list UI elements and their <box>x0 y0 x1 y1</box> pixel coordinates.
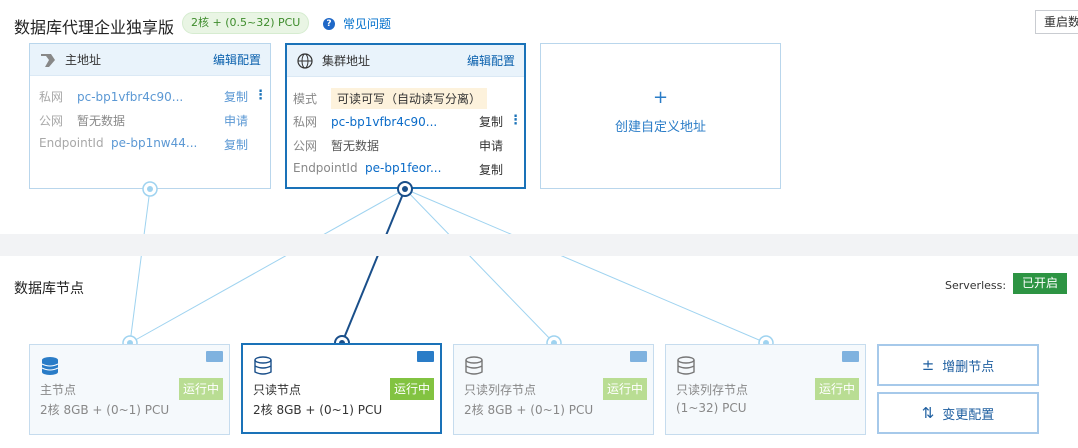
node-card-readonly[interactable]: 只读节点 运行中 2核 8GB + (0~1) PCU <box>241 343 442 434</box>
node-card-column-2[interactable]: 只读列存节点 运行中 (1~32) PCU <box>665 344 866 435</box>
cluster-mode-row: 模式 可读可写（自动读写分离） <box>293 88 488 109</box>
primary-card-title: 主地址 <box>65 53 102 67</box>
row-value: pc-bp1vfbr4c90... <box>331 114 438 129</box>
nodes-section-title: 数据库节点 <box>14 281 84 297</box>
pcu-badge: 2核 + (0.5~32) PCU <box>182 12 310 34</box>
cluster-endpointid-copy[interactable]: 复制 <box>479 163 504 177</box>
primary-private-copy[interactable]: 复制 <box>224 90 249 104</box>
primary-card-header: 主地址 编辑配置 <box>30 44 270 76</box>
monitor-icon[interactable] <box>206 351 223 362</box>
add-remove-node-button[interactable]: ± 增删节点 <box>877 344 1039 386</box>
cluster-edit-config-link[interactable]: 编辑配置 <box>466 54 515 68</box>
row-label: 私网 <box>39 90 64 104</box>
row-label: EndpointId <box>293 161 358 175</box>
cluster-endpoint-card: 集群地址 编辑配置 模式 可读可写（自动读写分离） 私网 pc-bp1vfbr4… <box>285 43 526 189</box>
restart-button[interactable]: 重启数 <box>1035 10 1078 34</box>
connector-dot-inner <box>147 186 153 192</box>
cluster-private-row: 私网 pc-bp1vfbr4c90... <box>293 113 437 130</box>
monitor-icon[interactable] <box>417 351 434 362</box>
row-value: pc-bp1vfbr4c90... <box>77 89 184 104</box>
node-spec: (1~32) PCU <box>676 401 747 415</box>
primary-public-row: 公网 暂无数据 <box>39 112 125 129</box>
row-value: 暂无数据 <box>331 139 380 153</box>
help-label: 常见问题 <box>343 17 392 31</box>
row-label: 私网 <box>293 115 318 129</box>
row-value: 暂无数据 <box>77 114 126 128</box>
database-icon <box>677 356 695 375</box>
row-value: pe-bp1feor... <box>365 161 442 175</box>
cluster-private-copy[interactable]: 复制 <box>479 115 504 129</box>
create-custom-endpoint-card[interactable]: + 创建自定义地址 <box>540 43 781 189</box>
node-name: 主节点 <box>40 383 77 397</box>
node-card-column-1[interactable]: 只读列存节点 运行中 2核 8GB + (0~1) PCU <box>453 344 654 435</box>
link-cluster-master <box>129 188 406 344</box>
change-config-label: 变更配置 <box>942 407 995 423</box>
serverless-label: Serverless: <box>945 279 1007 292</box>
primary-endpointid-copy[interactable]: 复制 <box>224 138 249 152</box>
node-spec: 2核 8GB + (0~1) PCU <box>464 403 594 417</box>
cluster-card-title: 集群地址 <box>322 54 371 68</box>
row-label: 公网 <box>39 114 64 128</box>
database-icon <box>41 357 59 375</box>
help-link[interactable]: ? 常见问题 <box>323 15 391 32</box>
primary-edit-config-link[interactable]: 编辑配置 <box>212 53 261 67</box>
node-name: 只读列存节点 <box>464 383 537 397</box>
node-status-badge: 运行中 <box>178 378 223 400</box>
section-divider-band <box>0 234 1078 256</box>
row-label: EndpointId <box>39 136 104 150</box>
row-value: pe-bp1nw44... <box>111 136 198 150</box>
node-name: 只读节点 <box>253 383 302 397</box>
more-icon[interactable]: ⋮ <box>254 88 267 103</box>
more-icon[interactable]: ⋮ <box>509 113 522 128</box>
tag-icon <box>41 53 55 67</box>
cluster-public-apply[interactable]: 申请 <box>479 139 504 153</box>
cluster-public-row: 公网 暂无数据 <box>293 137 379 154</box>
node-name: 只读列存节点 <box>676 383 749 397</box>
link-primary-master <box>129 188 151 344</box>
connector-dot-inner <box>402 186 408 192</box>
node-spec: 2核 8GB + (0~1) PCU <box>253 403 383 417</box>
row-label: 公网 <box>293 139 318 153</box>
create-custom-endpoint-label: 创建自定义地址 <box>614 120 706 135</box>
mode-label: 模式 <box>293 92 318 106</box>
node-status-badge: 运行中 <box>389 378 434 400</box>
primary-endpointid-row: EndpointId pe-bp1nw44... <box>39 136 197 150</box>
globe-icon <box>297 52 313 69</box>
cluster-endpointid-row: EndpointId pe-bp1feor... <box>293 161 441 175</box>
serverless-status-badge: 已开启 <box>1013 273 1068 294</box>
plus-icon: + <box>652 87 669 108</box>
node-status-badge: 运行中 <box>602 378 647 400</box>
link-cluster-readonly <box>341 188 406 344</box>
mode-tag: 可读可写（自动读写分离） <box>331 88 488 109</box>
database-icon <box>254 356 272 375</box>
monitor-icon[interactable] <box>630 351 647 362</box>
primary-private-row: 私网 pc-bp1vfbr4c90... <box>39 88 183 105</box>
node-spec: 2核 8GB + (0~1) PCU <box>40 403 170 417</box>
change-config-button[interactable]: ⇅ 变更配置 <box>877 392 1039 434</box>
add-remove-icon: ± <box>921 356 935 374</box>
link-cluster-column2 <box>404 188 767 344</box>
cluster-card-header: 集群地址 编辑配置 <box>287 45 524 77</box>
node-card-primary[interactable]: 主节点 运行中 2核 8GB + (0~1) PCU <box>29 344 230 435</box>
swap-arrows-icon: ⇅ <box>921 404 935 422</box>
add-remove-label: 增删节点 <box>942 359 995 375</box>
link-cluster-column1 <box>404 188 555 344</box>
database-icon <box>465 356 483 375</box>
node-status-badge: 运行中 <box>814 378 859 400</box>
primary-public-apply[interactable]: 申请 <box>224 114 249 128</box>
monitor-icon[interactable] <box>842 351 859 362</box>
question-icon: ? <box>323 17 335 30</box>
page-title: 数据库代理企业独享版 <box>14 18 175 37</box>
